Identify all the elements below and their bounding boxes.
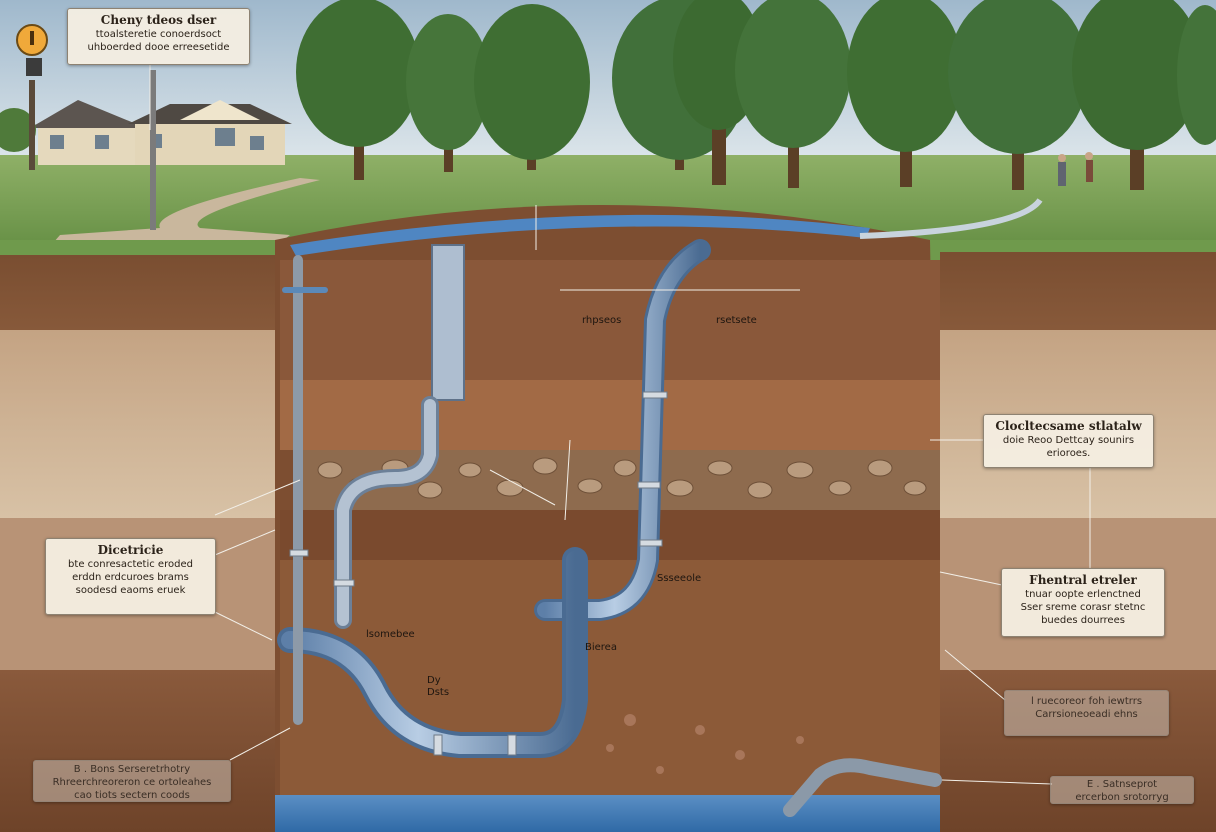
dirt-path [40, 178, 320, 258]
bush [0, 108, 36, 152]
label-right-bottom-line-1: l ruecoreor foh iewtrrs [1030, 696, 1143, 707]
label-top-left-title: Cheny tdeos dser [100, 13, 217, 27]
label-right-lower-title: Fhentral etreler [1029, 573, 1137, 587]
callout-c: Ssseeole [657, 573, 702, 584]
bottom-right-pipe [783, 758, 942, 817]
label-right-lower-line-3: buedes dourrees [1041, 615, 1125, 626]
label-left-middle: Dicetricie bte conresactetic eroded erdd… [45, 538, 216, 615]
label-left-middle-title: Dicetricie [97, 543, 164, 557]
right-soil-bank [940, 252, 1216, 832]
label-right-lower-line-2: Sser sreme corasr stetnc [1020, 602, 1146, 613]
surface-water-channel [290, 214, 870, 256]
label-right-bottom: l ruecoreor foh iewtrrs Carrsioneoeadi e… [1004, 690, 1169, 736]
callout-e: Bierea [585, 642, 617, 653]
casing-tank [431, 244, 465, 401]
well-post [150, 70, 156, 230]
label-mid-right-line-2: erioroes. [1046, 448, 1091, 459]
callout-d: lsomebee [366, 629, 415, 640]
label-right-corner-line-1: E . Satnseprot [1086, 779, 1158, 790]
people-figures [1058, 152, 1093, 186]
tree-row [296, 0, 1216, 190]
label-left-bottom: B . Bons Serseretrhotry Rhreerchreoreron… [33, 760, 231, 802]
callout-a: rhpseos [582, 315, 622, 326]
label-right-lower: Fhentral etreler tnuar oopte erlenctned … [1001, 568, 1165, 637]
label-right-corner: E . Satnseprot ercerbon srotorryg [1050, 776, 1194, 804]
label-left-bottom-line-2: Rhreerchreoreron ce ortoleahes [52, 777, 212, 788]
pipe-network [277, 239, 942, 817]
excavation-pit [275, 205, 940, 832]
label-top-left-line-2: uhboerded dooe erreesetide [87, 42, 230, 53]
label-mid-right-title: Clocltecsame stlatalw [995, 419, 1142, 433]
aquifer-water [275, 795, 940, 832]
label-mid-right-line-1: doie Reoo Dettcay sounirs [1002, 435, 1135, 446]
label-left-bottom-line-1: B . Bons Serseretrhotry [73, 764, 191, 775]
sign-post [16, 24, 48, 170]
leader-lines [149, 65, 1091, 785]
label-left-middle-line-3: soodesd eaoms eruek [75, 585, 186, 596]
label-right-lower-line-1: tnuar oopte erlenctned [1025, 589, 1141, 600]
label-right-bottom-line-2: Carrsioneoeadi ehns [1035, 709, 1138, 720]
label-right-corner-line-2: ercerbon srotorryg [1075, 792, 1169, 803]
label-left-middle-line-2: erddn erdcuroes brams [72, 572, 189, 583]
label-top-left-line-1: ttoalsteretie conoerdsoct [95, 29, 222, 40]
callout-g: Dsts [427, 687, 450, 698]
label-mid-right: Clocltecsame stlatalw doie Reoo Dettcay … [983, 414, 1154, 468]
house [30, 100, 292, 165]
label-left-bottom-line-3: cao tiots sectern coods [74, 790, 190, 801]
label-left-middle-line-1: bte conresactetic eroded [68, 559, 193, 570]
callout-b: rsetsete [716, 315, 757, 326]
label-top-left: Cheny tdeos dser ttoalsteretie conoerdso… [67, 8, 250, 65]
callout-f: Dy [427, 675, 441, 686]
surface-pipe [859, 198, 1043, 239]
